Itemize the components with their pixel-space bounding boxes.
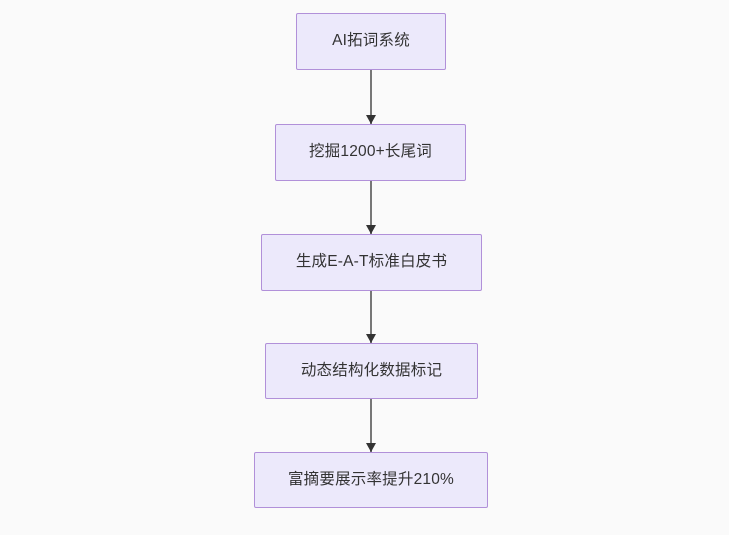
flow-node-rich-snippet-impression-lift[interactable]: 富摘要展示率提升210%	[254, 452, 488, 508]
flow-node-label: 富摘要展示率提升210%	[287, 470, 455, 488]
flow-node-label: 生成E-A-T标准白皮书	[295, 253, 448, 271]
arrow-head-icon	[366, 115, 376, 124]
arrow-head-icon	[366, 334, 376, 343]
flow-node-generate-eat-whitepaper[interactable]: 生成E-A-T标准白皮书	[261, 234, 482, 291]
flow-node-mine-longtail-keywords[interactable]: 挖掘1200+长尾词	[275, 124, 466, 181]
arrow-line	[370, 70, 372, 124]
flow-node-dynamic-structured-data-markup[interactable]: 动态结构化数据标记	[265, 343, 478, 399]
arrow-line	[370, 291, 372, 343]
flow-node-ai-keyword-system[interactable]: AI拓词系统	[296, 13, 446, 70]
arrow-line	[370, 399, 372, 452]
flow-node-label: 动态结构化数据标记	[300, 361, 443, 379]
flow-node-label: 挖掘1200+长尾词	[308, 143, 433, 161]
arrow-head-icon	[366, 443, 376, 452]
arrow-line	[370, 181, 372, 234]
arrow-head-icon	[366, 225, 376, 234]
flow-node-label: AI拓词系统	[332, 32, 410, 50]
